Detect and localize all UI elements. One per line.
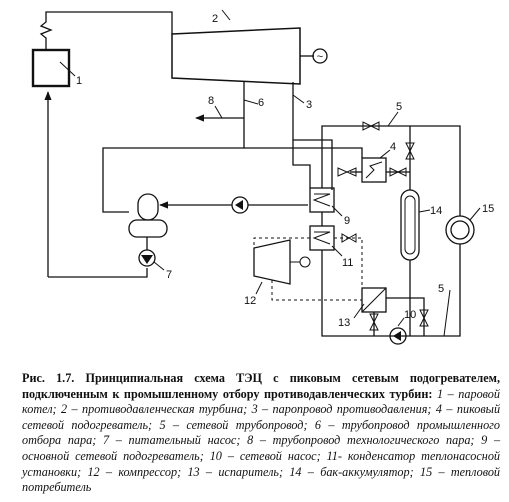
heat-pump-condenser	[309, 225, 335, 251]
label-3: 3	[306, 99, 312, 111]
boiler-steam-line	[39, 11, 173, 50]
feed-pump	[138, 249, 156, 267]
caption-item-12: 12 – компрессор;	[87, 464, 182, 479]
caption-item-13: 13 – испаритель;	[187, 464, 284, 479]
label-6: 6	[258, 97, 264, 109]
backpressure-turbine: ~	[171, 27, 328, 85]
label-9: 9	[344, 215, 350, 227]
valve-network-top	[362, 121, 380, 131]
leader-9	[331, 205, 343, 217]
label-7: 7	[166, 269, 172, 281]
caption-item-5: 5 – сетевой трубопровод;	[159, 417, 308, 432]
label-11: 11	[342, 257, 353, 269]
heat-pump-circuit-bottom	[271, 280, 362, 301]
leader-13	[353, 303, 365, 319]
caption-item-10: 10 – сетевой насос;	[209, 448, 321, 463]
caption-item-6: 6 – трубопровод промышленного отбора пар…	[22, 417, 501, 448]
network-pipe-loop	[321, 125, 461, 216]
label-4: 4	[390, 141, 396, 153]
heater9-steam-inlet	[292, 140, 311, 188]
steam-boiler	[31, 48, 71, 88]
leader-12	[255, 281, 263, 295]
feedwater-bottom-line	[48, 268, 148, 278]
evaporator	[361, 287, 387, 313]
leader-11	[331, 245, 343, 257]
valve-evaporator	[369, 313, 379, 331]
generator-symbol: ~	[317, 51, 323, 63]
leader-3	[292, 94, 305, 104]
heat-consumer	[445, 215, 475, 245]
label-10: 10	[404, 309, 416, 321]
heat-pump-circuit-left	[253, 237, 310, 248]
caption-item-9: 9 – основной сетевой подогреватель;	[22, 433, 501, 463]
heat-pump-circuit-right	[334, 237, 363, 288]
caption-item-8: 8 – трубопровод технологического пара;	[247, 433, 475, 448]
leader-2	[221, 9, 231, 21]
valve-peak-right	[389, 167, 407, 177]
label-1: 1	[76, 75, 82, 87]
network-pipe-return	[321, 244, 461, 337]
leader-10	[397, 317, 405, 327]
label-12: 12	[244, 295, 256, 307]
caption-item-1: 1 – паровой котел;	[22, 386, 500, 417]
label-15: 15	[482, 203, 494, 215]
leader-8	[214, 105, 223, 119]
caption-item-4: 4 – пиковый сетевой подогреватель;	[22, 402, 501, 432]
main-network-heater	[309, 187, 335, 213]
compressor	[253, 239, 311, 285]
leader-15	[469, 207, 481, 221]
caption-item-2: 2 – противодавленческая турбина;	[61, 402, 248, 417]
figure-caption: Рис. 1.7. Принципиальная схема ТЭЦ с пик…	[22, 371, 500, 496]
label-13: 13	[338, 317, 350, 329]
label-8: 8	[208, 95, 214, 107]
leader-6	[243, 99, 259, 105]
caption-item-7: 7 – питательный насос;	[102, 433, 241, 448]
accumulator-tank	[400, 189, 420, 261]
deaerator	[128, 193, 168, 238]
label-2: 2	[212, 13, 218, 25]
leader-5b	[443, 289, 451, 337]
leader-4	[379, 149, 391, 159]
leader-5a	[387, 111, 399, 127]
caption-item-11: 11- конденсатор теплонасосной установки;	[22, 448, 501, 479]
leader-1	[59, 61, 76, 77]
label-5b: 5	[438, 283, 444, 295]
caption-item-3: 3 – паропровод противодавления;	[251, 402, 432, 417]
caption-title: Рис. 1.7. Принципиальная схема ТЭЦ с пик…	[22, 371, 500, 401]
peak-heater-steam-line	[244, 147, 363, 158]
leader-14	[418, 209, 431, 213]
label-5a: 5	[396, 101, 402, 113]
tec-schematic-diagram: ~	[31, 9, 494, 345]
throttle-valve	[341, 233, 357, 243]
valve-accumulator-top	[405, 142, 415, 160]
valve-network-bottom-right	[419, 309, 429, 327]
valve-peak-left	[337, 167, 357, 177]
condensate-pump	[231, 196, 249, 214]
evaporator-to-network	[386, 297, 425, 336]
industrial-extraction-pipe	[102, 81, 245, 213]
network-pump	[389, 327, 407, 345]
caption-item-14: 14 – бак-аккумулятор;	[289, 464, 414, 479]
backpressure-steam-pipe	[292, 82, 333, 190]
peak-network-heater	[361, 157, 387, 183]
caption-item-15: 15 – тепловой потребитель	[22, 464, 501, 495]
leader-7	[153, 261, 165, 271]
label-14: 14	[430, 205, 442, 217]
